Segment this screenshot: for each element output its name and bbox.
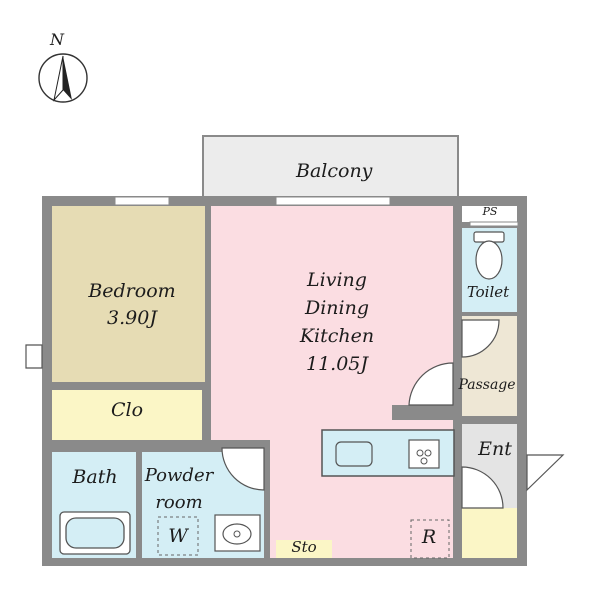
bedroom-area	[52, 206, 205, 382]
washbasin	[214, 514, 261, 552]
door-swings	[25, 319, 565, 509]
balcony-area	[202, 135, 459, 201]
bathtub	[59, 511, 131, 555]
closet-area	[52, 390, 202, 440]
entrance-label: Ent	[478, 438, 512, 460]
windows	[114, 196, 519, 227]
bedroom-name: Bedroom	[88, 280, 176, 302]
toilet-label: Toilet	[466, 283, 510, 301]
ldk-dining: Dining	[304, 297, 370, 319]
passage-label: Passage	[458, 377, 516, 393]
washer-label: W	[168, 525, 188, 547]
bedroom-size: 3.90J	[107, 307, 157, 329]
shoe-box	[462, 508, 517, 558]
ldk-area	[211, 206, 453, 558]
washer-space	[157, 516, 199, 556]
storage-label: Sto	[291, 538, 317, 556]
bath-label: Bath	[72, 466, 118, 488]
ldk-living: Living	[307, 269, 367, 291]
powder-room-line1: Powder	[144, 465, 214, 486]
refrigerator-space	[410, 519, 450, 559]
bedroom-label: Bedroom 3.90J	[52, 278, 212, 332]
closet-label: Clo	[110, 399, 144, 421]
toilet-fixture	[473, 231, 505, 280]
ldk-label: Living Dining Kitchen 11.05J	[252, 266, 422, 378]
powder-room-line2: room	[155, 492, 203, 513]
kitchen-counter	[321, 429, 455, 477]
storage-area	[276, 540, 332, 558]
balcony-label: Balcony	[296, 160, 373, 182]
powder-room-label: Powder room	[136, 462, 222, 516]
compass-north-label: N	[50, 30, 64, 49]
ldk-kitchen: Kitchen	[299, 325, 375, 347]
ldk-size: 11.05J	[305, 353, 368, 375]
compass-icon	[38, 53, 88, 103]
pipe-space-label: PS	[482, 205, 498, 218]
ps-area	[462, 206, 517, 222]
refrigerator-label: R	[421, 526, 437, 548]
